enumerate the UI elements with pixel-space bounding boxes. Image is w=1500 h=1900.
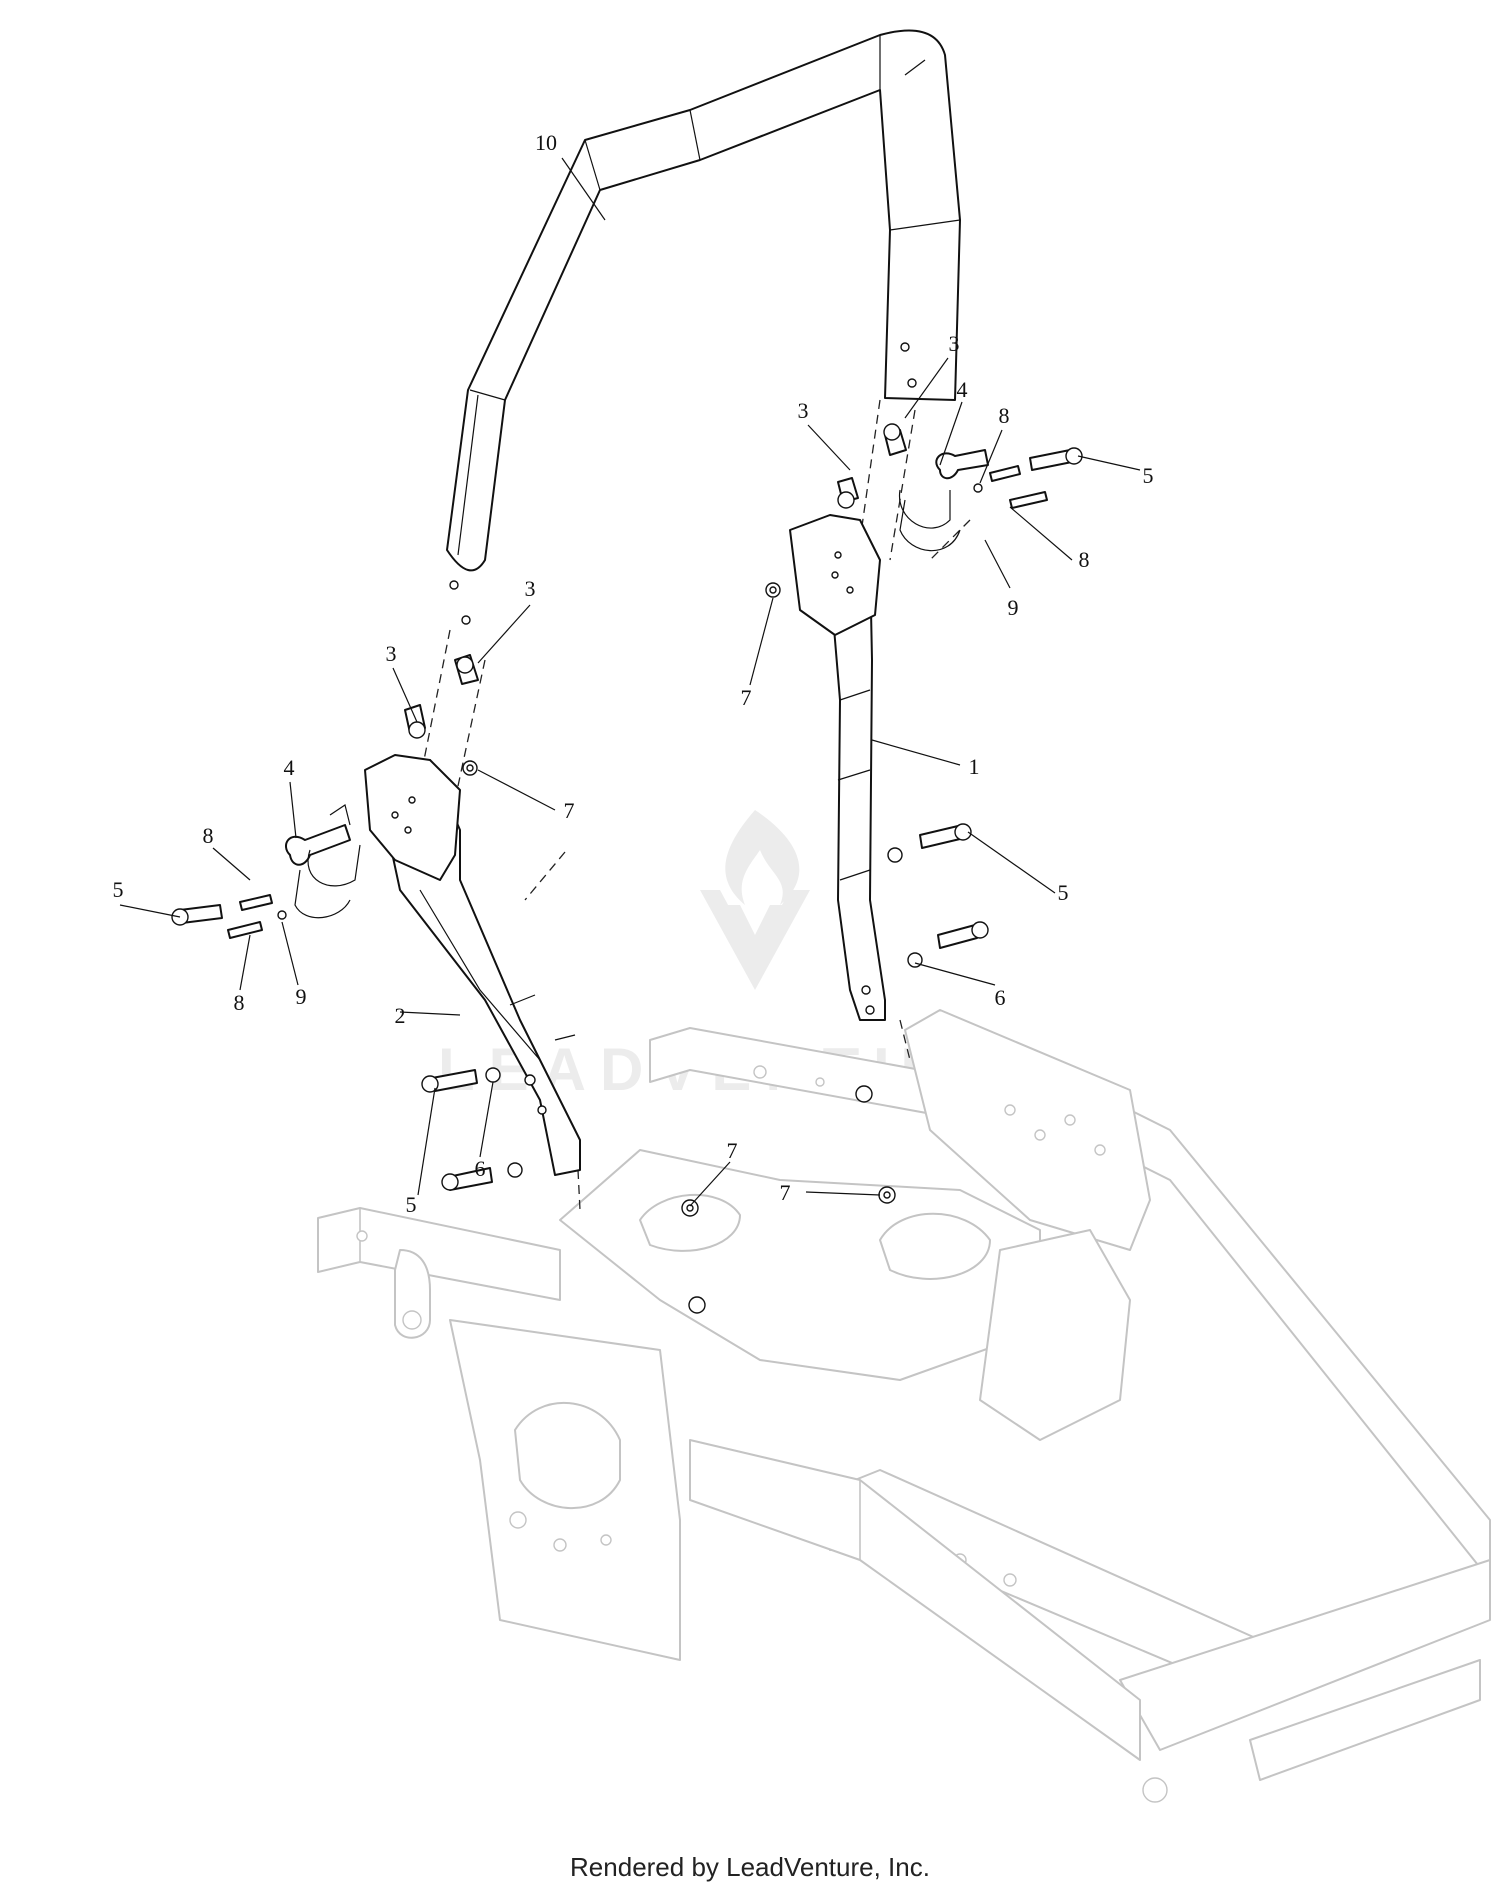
callout-5: 5 — [406, 1192, 417, 1217]
left-hitch-pin — [285, 804, 361, 919]
callout-3: 3 — [949, 331, 960, 356]
callout-3: 3 — [798, 398, 809, 423]
leader-lines — [119, 157, 1141, 1207]
callout-1: 1 — [969, 754, 980, 779]
callout-7: 7 — [741, 685, 752, 710]
callout-6: 6 — [995, 985, 1006, 1010]
alignment-lines — [419, 399, 971, 1211]
callout-5: 5 — [1058, 880, 1069, 905]
right-hardware — [765, 447, 1083, 968]
callout-5: 5 — [113, 877, 124, 902]
footer-credit: Rendered by LeadVenture, Inc. — [570, 1852, 930, 1882]
left-hardware — [171, 760, 523, 1191]
callout-10: 10 — [535, 130, 557, 155]
spacer-bushings — [404, 423, 907, 739]
callout-3: 3 — [525, 576, 536, 601]
callout-8: 8 — [1079, 547, 1090, 572]
right-hitch-pin — [899, 449, 989, 552]
callout-9: 9 — [1008, 595, 1019, 620]
leadventure-watermark-logo — [700, 810, 810, 990]
callout-7: 7 — [564, 798, 575, 823]
callout-7: 7 — [727, 1138, 738, 1163]
callout-7: 7 — [780, 1180, 791, 1205]
callout-8: 8 — [999, 403, 1010, 428]
roll-bar-top-tube — [446, 29, 961, 625]
callout-4: 4 — [957, 377, 968, 402]
callout-8: 8 — [203, 823, 214, 848]
left-roll-bar-lower — [364, 754, 581, 1176]
callout-6: 6 — [475, 1156, 486, 1181]
callout-9: 9 — [296, 984, 307, 1009]
callout-8: 8 — [234, 990, 245, 1015]
callout-5: 5 — [1143, 463, 1154, 488]
callout-2: 2 — [395, 1003, 406, 1028]
callout-3: 3 — [386, 641, 397, 666]
frame-nuts — [681, 1085, 896, 1314]
callout-4: 4 — [284, 755, 295, 780]
right-roll-bar-lower — [789, 514, 886, 1021]
mower-frame — [317, 1009, 1491, 1803]
